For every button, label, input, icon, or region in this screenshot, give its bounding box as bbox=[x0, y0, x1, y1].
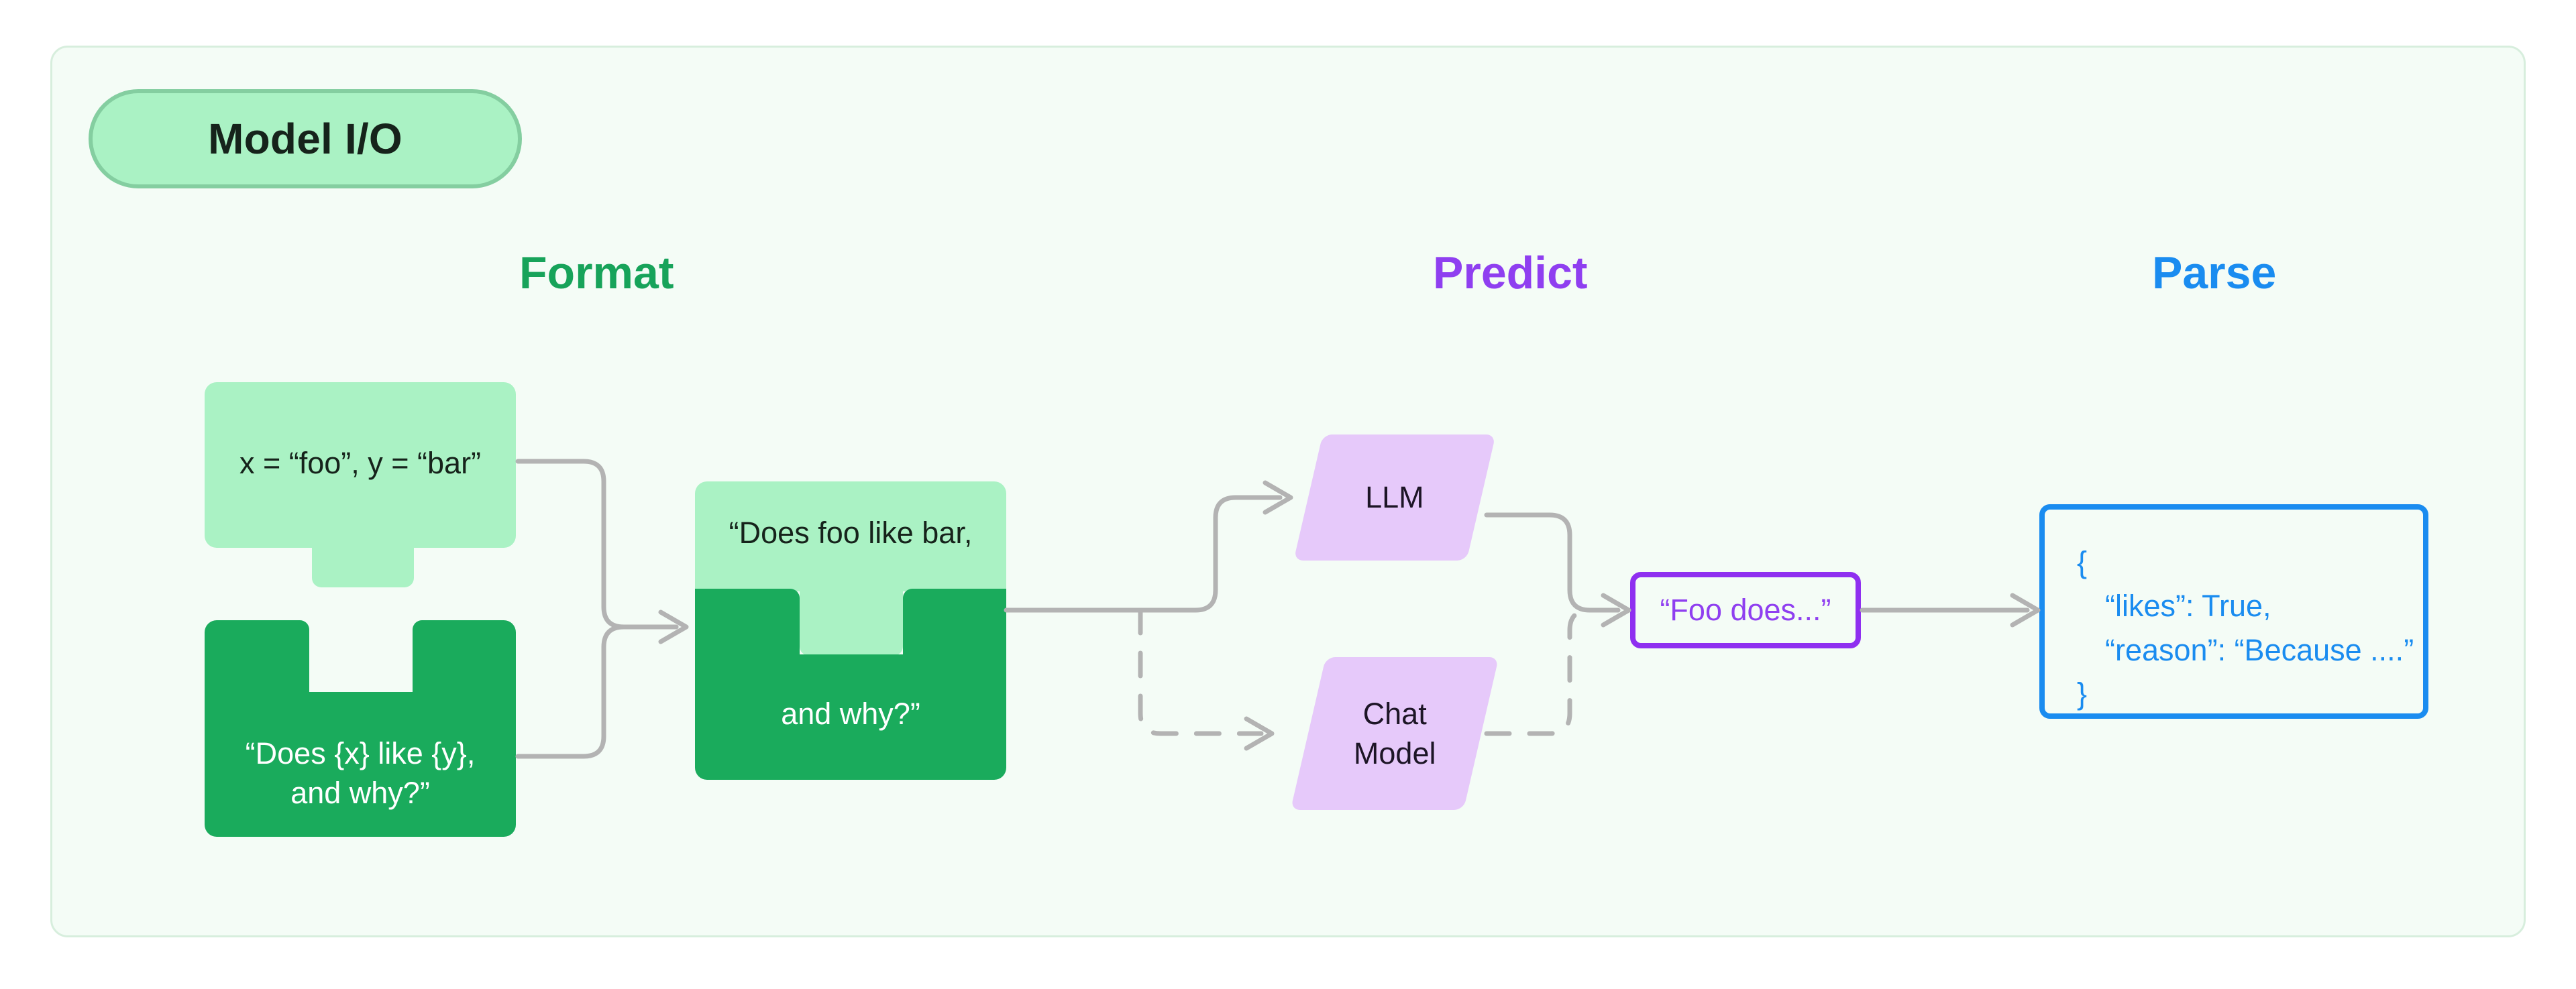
node-llm[interactable]: LLM bbox=[1293, 434, 1496, 561]
parsed-line-open: { bbox=[2077, 545, 2088, 579]
node-chat-model[interactable]: Chat Model bbox=[1290, 657, 1499, 810]
completion-text: “Foo does...” bbox=[1660, 593, 1831, 627]
assembled-right-block bbox=[903, 589, 1006, 780]
assembled-top-block bbox=[695, 481, 1006, 591]
parsed-output-box: { “likes”: True, “reason”: “Because ....… bbox=[2039, 504, 2428, 719]
puzzle-piece-bottom-block bbox=[299, 692, 426, 837]
parsed-line-reason: “reason”: “Because ....” bbox=[2105, 632, 2414, 667]
puzzle-piece-right-block bbox=[413, 620, 516, 837]
puzzle-knob-icon bbox=[800, 582, 903, 656]
completion-box: “Foo does...” bbox=[1630, 572, 1861, 648]
node-chat-model-label: Chat Model bbox=[1353, 696, 1436, 770]
model-io-badge: Model I/O bbox=[89, 89, 522, 188]
parsed-line-close: } bbox=[2077, 676, 2088, 711]
node-llm-label: LLM bbox=[1365, 480, 1424, 515]
puzzle-piece-assembled-prompt: “Does foo like bar, and why?” bbox=[695, 481, 1006, 780]
model-io-badge-label: Model I/O bbox=[208, 115, 402, 163]
column-heading-parse: Parse bbox=[2152, 247, 2277, 298]
puzzle-tab-icon bbox=[312, 516, 414, 587]
parsed-line-likes: “likes”: True, bbox=[2105, 589, 2271, 624]
puzzle-piece-prompt-template: “Does {x} like {y}, and why?” bbox=[205, 620, 516, 837]
column-heading-format: Format bbox=[519, 247, 674, 298]
assembled-left-block bbox=[695, 589, 800, 780]
puzzle-piece-left-block bbox=[205, 620, 309, 837]
assembled-bottom-block bbox=[789, 654, 916, 780]
column-heading-predict: Predict bbox=[1433, 247, 1588, 298]
puzzle-piece-input-values: x = “foo”, y = “bar” bbox=[205, 382, 516, 587]
